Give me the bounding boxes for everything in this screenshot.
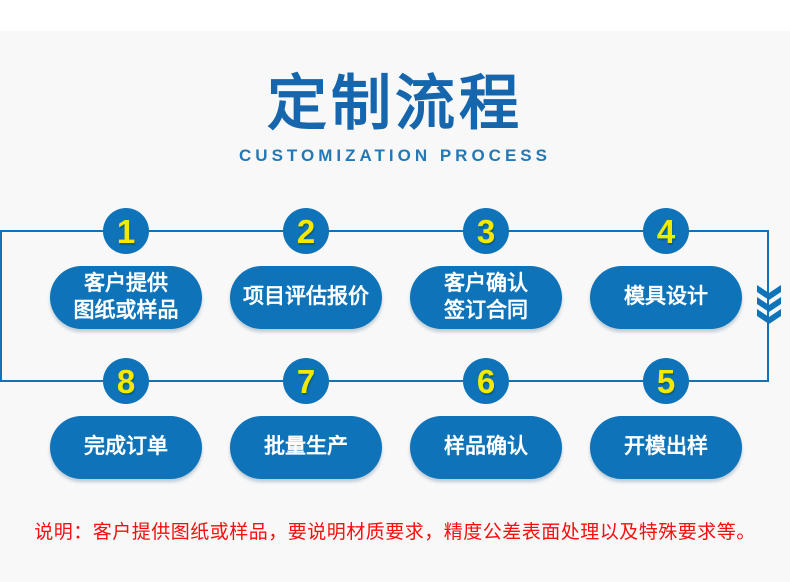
page-title: 定制流程 xyxy=(267,70,523,137)
step-7: 7 批量生产 xyxy=(230,358,382,479)
step-4: 4 模具设计 xyxy=(590,208,742,329)
step-6-number-circle: 6 xyxy=(463,358,509,404)
step-7-number-circle: 7 xyxy=(283,358,329,404)
step-8-label-pill: 完成订单 xyxy=(50,416,202,479)
step-1: 1 客户提供 图纸或样品 xyxy=(50,208,202,329)
flow-line-top xyxy=(0,230,769,232)
flow-line-bottom xyxy=(0,380,769,382)
step-3: 3 客户确认 签订合同 xyxy=(410,208,562,329)
step-8: 8 完成订单 xyxy=(50,358,202,479)
step-3-label-pill: 客户确认 签订合同 xyxy=(410,266,562,329)
step-1-number-circle: 1 xyxy=(103,208,149,254)
step-3-number: 3 xyxy=(476,212,496,250)
step-4-label-pill: 模具设计 xyxy=(590,266,742,329)
step-5: 5 开模出样 xyxy=(590,358,742,479)
step-1-number: 1 xyxy=(116,212,136,250)
step-3-number-circle: 3 xyxy=(463,208,509,254)
step-4-number-circle: 4 xyxy=(643,208,689,254)
step-2: 2 项目评估报价 xyxy=(230,208,382,329)
step-7-number: 7 xyxy=(296,362,316,400)
step-8-number-circle: 8 xyxy=(103,358,149,404)
step-5-number-circle: 5 xyxy=(643,358,689,404)
page-subtitle: CUSTOMIZATION PROCESS xyxy=(239,146,551,165)
flow-line-left xyxy=(0,230,2,382)
triple-chevron-down-icon xyxy=(757,285,781,324)
step-6-label-pill: 样品确认 xyxy=(410,416,562,479)
step-1-label-pill: 客户提供 图纸或样品 xyxy=(50,266,202,329)
step-6-number: 6 xyxy=(476,362,496,400)
note-text: 说明：客户提供图纸或样品，要说明材质要求，精度公差表面处理以及特殊要求等。 xyxy=(34,522,756,543)
step-4-number: 4 xyxy=(656,212,676,250)
step-5-label-pill: 开模出样 xyxy=(590,416,742,479)
step-2-number-circle: 2 xyxy=(283,208,329,254)
step-8-number: 8 xyxy=(116,362,136,400)
step-6: 6 样品确认 xyxy=(410,358,562,479)
step-5-number: 5 xyxy=(656,362,676,400)
step-2-number: 2 xyxy=(296,212,316,250)
step-2-label-pill: 项目评估报价 xyxy=(230,266,382,329)
step-7-label-pill: 批量生产 xyxy=(230,416,382,479)
top-white-band xyxy=(0,0,790,31)
